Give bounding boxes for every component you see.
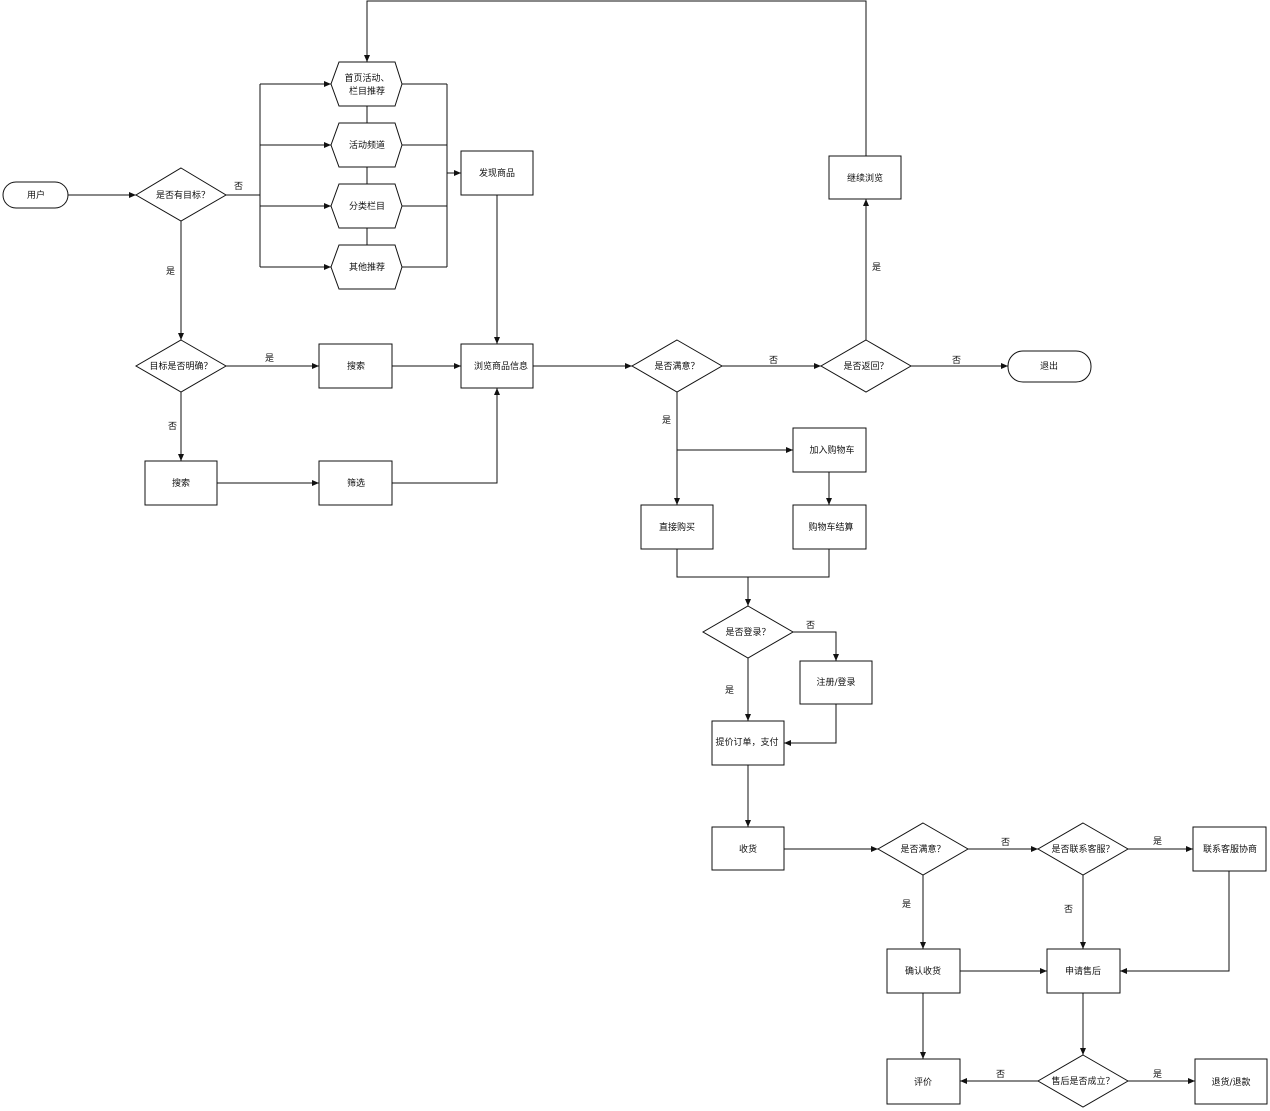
node-exit-label: 退出	[1040, 360, 1058, 372]
box-browse: 浏览商品信息	[460, 343, 534, 389]
edge-login-register	[793, 631, 839, 661]
decision-satisfied-1-label: 是否满意？	[654, 360, 699, 372]
edge-buy-merge	[676, 549, 830, 578]
box-cart-checkout-label: 购物车结算	[808, 521, 853, 533]
decision-has-target-label: 是否有目标？	[156, 189, 210, 201]
label-clear-no: 否	[168, 421, 177, 432]
label-target-no: 否	[234, 181, 243, 192]
label-back-yes: 是	[872, 262, 881, 273]
decision-contact-cs-label: 是否联系客服？	[1051, 843, 1114, 855]
box-receive: 收货	[711, 826, 785, 871]
box-search-bottom-label: 搜索	[172, 477, 190, 489]
label-as-yes: 是	[1153, 1069, 1162, 1080]
box-filter-label: 筛选	[347, 477, 365, 489]
hex-home-activity: 首页活动、 栏目推荐	[330, 61, 403, 107]
hex-category: 分类栏目	[330, 183, 403, 229]
box-filter: 筛选	[318, 460, 393, 506]
box-contact-cs-label: 联系客服协商	[1203, 843, 1257, 855]
box-search-bottom: 搜索	[144, 460, 218, 506]
label-sat1-yes: 是	[662, 415, 671, 426]
label-login-yes: 是	[725, 685, 734, 696]
decision-target-clear: 目标是否明确？	[135, 339, 227, 393]
box-apply-aftersale-label: 申请售后	[1065, 965, 1101, 977]
box-cart-checkout: 购物车结算	[792, 504, 867, 550]
decision-aftersale-ok-label: 售后是否成立？	[1051, 1075, 1114, 1087]
decision-go-back-label: 是否返回？	[843, 360, 888, 372]
box-discover-label: 发现商品	[479, 167, 515, 179]
decision-satisfied-2: 是否满意？	[877, 822, 969, 876]
label-back-no: 否	[952, 355, 961, 366]
node-user-label: 用户	[27, 189, 45, 201]
box-search-top: 搜索	[318, 343, 393, 389]
edge-labels: 否 是 是 否 否 是 是 否 否 是 否 是 是 否 否 是	[166, 181, 1162, 1080]
box-review: 评价	[886, 1058, 961, 1105]
box-search-top-label: 搜索	[347, 360, 365, 372]
hex-home-activity-label-1: 首页活动、	[344, 72, 389, 84]
decision-contact-cs: 是否联系客服？	[1037, 822, 1129, 876]
box-browse-label: 浏览商品信息	[474, 360, 528, 372]
box-discover: 发现商品	[460, 150, 534, 196]
box-confirm-receipt: 确认收货	[886, 948, 961, 994]
box-contact-cs: 联系客服协商	[1192, 826, 1267, 872]
node-user: 用户	[2, 181, 69, 209]
label-cs-yes: 是	[1153, 836, 1162, 847]
label-login-no: 否	[806, 620, 815, 631]
box-add-cart-label: 加入购物车	[809, 444, 854, 456]
label-as-no: 否	[996, 1069, 1005, 1080]
hex-category-label: 分类栏目	[349, 200, 385, 212]
box-refund-label: 退货/退款	[1211, 1076, 1250, 1088]
box-buy-now: 直接购买	[640, 504, 714, 550]
edge-register-submit	[784, 704, 837, 746]
label-sat2-no: 否	[1001, 837, 1010, 848]
hex-activity-channel: 活动频道	[330, 122, 403, 168]
edge-filter-browse	[392, 388, 500, 484]
box-register-login: 注册/登录	[799, 660, 873, 705]
box-add-cart: 加入购物车	[792, 427, 867, 473]
box-refund: 退货/退款	[1194, 1058, 1268, 1105]
box-buy-now-label: 直接购买	[659, 521, 695, 533]
edge-cs-apply	[1120, 871, 1230, 974]
decision-has-target: 是否有目标？	[135, 167, 227, 222]
edge-continue-home	[364, 0, 867, 156]
decision-satisfied-1: 是否满意？	[631, 339, 723, 393]
decision-aftersale-ok: 售后是否成立？	[1037, 1054, 1129, 1108]
box-continue-browse: 继续浏览	[828, 155, 902, 200]
decision-satisfied-2-label: 是否满意？	[900, 843, 945, 855]
box-submit-order: 提价订单，支付	[711, 720, 785, 766]
node-exit: 退出	[1007, 350, 1092, 383]
box-register-login-label: 注册/登录	[816, 676, 855, 688]
box-review-label: 评价	[914, 1077, 932, 1088]
box-receive-label: 收货	[739, 843, 757, 855]
hex-activity-channel-label: 活动频道	[349, 139, 385, 151]
hex-other-recommend: 其他推荐	[330, 244, 403, 290]
edges	[68, 0, 1230, 1084]
label-clear-yes: 是	[265, 353, 274, 364]
decision-target-clear-label: 目标是否明确？	[149, 360, 212, 372]
label-sat2-yes: 是	[902, 899, 911, 910]
box-continue-browse-label: 继续浏览	[847, 172, 883, 184]
box-submit-order-label: 提价订单，支付	[715, 736, 778, 748]
box-confirm-receipt-label: 确认收货	[905, 965, 941, 977]
decision-logged-in: 是否登录？	[702, 605, 794, 659]
label-sat1-no: 否	[769, 355, 778, 366]
decision-go-back: 是否返回？	[820, 339, 912, 393]
label-cs-no: 否	[1064, 904, 1073, 915]
hex-home-activity-label-2: 栏目推荐	[349, 85, 385, 97]
decision-logged-in-label: 是否登录？	[725, 627, 770, 638]
hex-other-recommend-label: 其他推荐	[349, 261, 385, 273]
box-apply-aftersale: 申请售后	[1046, 948, 1121, 994]
label-target-yes: 是	[166, 266, 175, 277]
